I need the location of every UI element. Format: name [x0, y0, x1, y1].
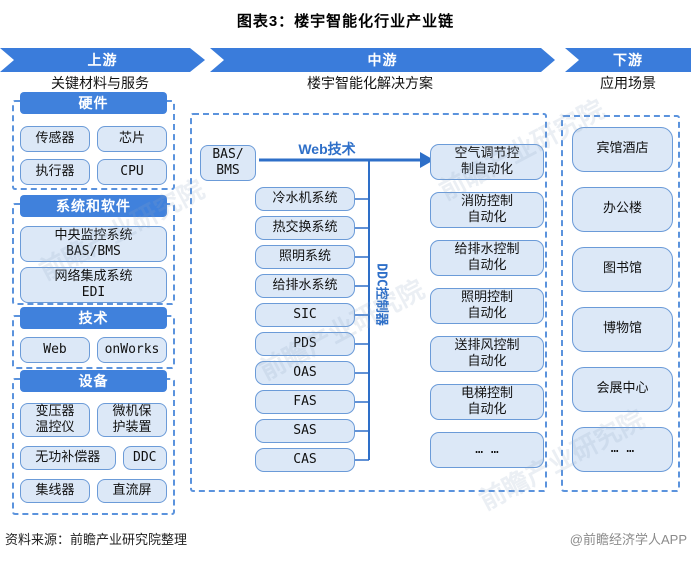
automation-box: … …	[430, 432, 544, 468]
credit-note: @前瞻经济学人APP	[569, 532, 687, 547]
hardware-item: 传感器	[20, 126, 90, 152]
application-box: 办公楼	[572, 187, 673, 232]
equipment-item: 微机保 护装置	[97, 403, 167, 437]
system-box: 热交换系统	[255, 216, 355, 240]
system-box: 冷水机系统	[255, 187, 355, 211]
equipment-item: 变压器 温控仪	[20, 403, 90, 437]
application-box: … …	[572, 427, 673, 472]
banner-downstream-label: 下游	[613, 52, 643, 68]
source-note: 资料来源：前瞻产业研究院整理	[5, 532, 188, 547]
system-box: SAS	[255, 419, 355, 443]
application-box: 会展中心	[572, 367, 673, 412]
banner-upstream: 上游	[0, 48, 205, 72]
application-list: 宾馆酒店办公楼图书馆博物馆会展中心 … …	[572, 127, 673, 472]
upstream-sublabel: 关键材料与服务	[51, 75, 149, 91]
equipment-item: 直流屏	[97, 479, 167, 503]
equipment-item: DDC	[122, 446, 167, 470]
downstream-sublabel: 应用场景	[600, 75, 656, 91]
technology-item: onWorks	[97, 337, 167, 363]
bas-bms-box: BAS/ BMS	[200, 145, 256, 181]
group-systems-software: 系统和软件 中央监控系统 BAS/BMS 网络集成系统 EDI	[12, 195, 175, 305]
hardware-item: CPU	[97, 159, 167, 185]
automation-box: 送排风控制 自动化	[430, 336, 544, 372]
system-box: PDS	[255, 332, 355, 356]
automation-box: 照明控制 自动化	[430, 288, 544, 324]
automation-box: 电梯控制 自动化	[430, 384, 544, 420]
midstream-panel: BAS/ BMS Web技术 DDC控制器 冷水机系统热交换系统照明系统给排水系…	[190, 113, 547, 492]
systems-item: 中央监控系统 BAS/BMS	[20, 226, 167, 262]
system-box: CAS	[255, 448, 355, 472]
hardware-item: 芯片	[97, 126, 167, 152]
group-technology: 技术 Web onWorks	[12, 307, 175, 369]
downstream-panel: 宾馆酒店办公楼图书馆博物馆会展中心 … …	[561, 115, 680, 492]
group-hardware-header: 硬件	[20, 92, 167, 114]
ddc-controller-label: DDC控制器	[373, 263, 389, 326]
banner-midstream-label: 中游	[367, 52, 398, 68]
system-box: FAS	[255, 390, 355, 414]
application-box: 博物馆	[572, 307, 673, 352]
system-box: SIC	[255, 303, 355, 327]
banner-downstream: 下游	[565, 48, 691, 72]
group-equipment-header: 设备	[20, 370, 167, 392]
connector-lines	[259, 152, 434, 461]
systems-item: 网络集成系统 EDI	[20, 267, 167, 303]
automation-box: 消防控制 自动化	[430, 192, 544, 228]
banner-midstream: 中游	[210, 48, 555, 72]
application-box: 宾馆酒店	[572, 127, 673, 172]
hardware-item: 执行器	[20, 159, 90, 185]
web-tech-label: Web技术	[298, 141, 356, 157]
automation-list: 空气调节控 制自动化消防控制 自动化给排水控制 自动化照明控制 自动化送排风控制…	[430, 144, 544, 468]
automation-box: 空气调节控 制自动化	[430, 144, 544, 180]
equipment-item: 无功补偿器	[20, 446, 116, 470]
group-equipment: 设备 变压器 温控仪 微机保 护装置 无功补偿器 DDC 集线器 直流屏	[12, 370, 175, 515]
technology-item: Web	[20, 337, 90, 363]
system-box: OAS	[255, 361, 355, 385]
page-title: 图表3：楼宇智能化行业产业链	[236, 13, 455, 30]
banner-upstream-label: 上游	[87, 52, 118, 68]
group-systems-software-header: 系统和软件	[20, 195, 167, 217]
midstream-sublabel: 楼宇智能化解决方案	[307, 75, 433, 91]
system-box: 给排水系统	[255, 274, 355, 298]
system-box: 照明系统	[255, 245, 355, 269]
automation-box: 给排水控制 自动化	[430, 240, 544, 276]
group-hardware: 硬件 传感器 芯片 执行器 CPU	[12, 92, 175, 190]
system-list: 冷水机系统热交换系统照明系统给排水系统 SIC PDS OAS FAS SAS CAS	[255, 187, 355, 472]
equipment-item: 集线器	[20, 479, 90, 503]
application-box: 图书馆	[572, 247, 673, 292]
group-technology-header: 技术	[20, 307, 167, 329]
